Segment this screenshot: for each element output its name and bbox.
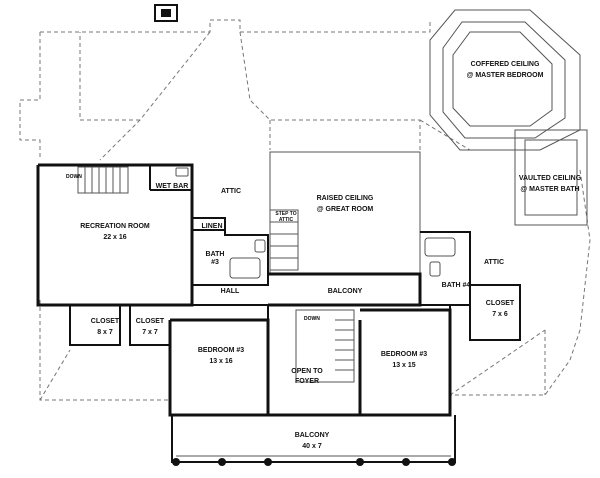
column-5 <box>402 458 410 466</box>
vaulted-label-2: @ MASTER BATH <box>520 186 579 193</box>
closet-a-size: 8 x 7 <box>97 329 113 336</box>
closet-b-label: CLOSET <box>136 318 165 325</box>
bath3-label-1: BATH <box>206 251 225 258</box>
step-to-attic-2: ATTIC <box>279 217 294 223</box>
linen-label: LINEN <box>202 223 223 230</box>
coffered-ceiling-area: COFFERED CEILING @ MASTER BEDROOM <box>429 9 581 151</box>
attic-left-label: ATTIC <box>221 188 241 195</box>
column-4 <box>356 458 364 466</box>
vaulted-ceiling-area: VAULTED CEILING @ MASTER BATH <box>514 129 588 226</box>
walls <box>36 163 521 417</box>
down-label-top: DOWN <box>66 174 82 180</box>
column-1 <box>172 458 180 466</box>
closet-right-size: 7 x 6 <box>492 311 508 318</box>
bedroom-right-label: BEDROOM #3 <box>381 351 427 358</box>
vaulted-label-1: VAULTED CEILING <box>519 175 582 182</box>
bedroom-left-size: 13 x 16 <box>209 358 232 365</box>
column-6 <box>448 458 456 466</box>
closet-b-size: 7 x 7 <box>142 329 158 336</box>
bottom-balcony: BALCONY 40 x 7 <box>171 415 456 466</box>
raised-label-1: RAISED CEILING <box>317 195 374 202</box>
bedroom-left-label: BEDROOM #3 <box>198 347 244 354</box>
coffered-label-2: @ MASTER BEDROOM <box>467 72 544 79</box>
balcony-inner-label: BALCONY <box>328 288 363 295</box>
room-labels: RECREATION ROOM 22 x 16 WET BAR ATTIC AT… <box>80 183 515 385</box>
balcony-bottom-label-1: BALCONY <box>295 432 330 439</box>
bath4-label: BATH #4 <box>442 282 471 289</box>
chimney <box>154 4 178 22</box>
open-to-foyer-label-2: FOYER <box>295 378 319 385</box>
down-label-center: DOWN <box>304 316 320 322</box>
column-3 <box>264 458 272 466</box>
recreation-room-label: RECREATION ROOM <box>80 223 150 230</box>
stairs-attic <box>269 209 299 271</box>
open-to-foyer-label-1: OPEN TO <box>291 368 323 375</box>
hall-label: HALL <box>221 288 240 295</box>
fixtures <box>175 167 456 279</box>
wet-bar-label: WET BAR <box>156 183 189 190</box>
recreation-room-size: 22 x 16 <box>103 234 126 241</box>
bedroom-right-size: 13 x 15 <box>392 362 415 369</box>
attic-right-label: ATTIC <box>484 259 504 266</box>
closet-right-label: CLOSET <box>486 300 515 307</box>
balcony-bottom-label-2: 40 x 7 <box>302 443 322 450</box>
stairs-top: DOWN <box>66 166 129 194</box>
step-to-attic-1: STEP TO <box>275 211 296 217</box>
bath3-label-2: #3 <box>211 259 219 266</box>
closet-a-label: CLOSET <box>91 318 120 325</box>
coffered-label-1: COFFERED CEILING <box>471 61 540 68</box>
stairs-center: DOWN <box>295 309 355 383</box>
raised-label-2: @ GREAT ROOM <box>317 206 374 213</box>
column-2 <box>218 458 226 466</box>
